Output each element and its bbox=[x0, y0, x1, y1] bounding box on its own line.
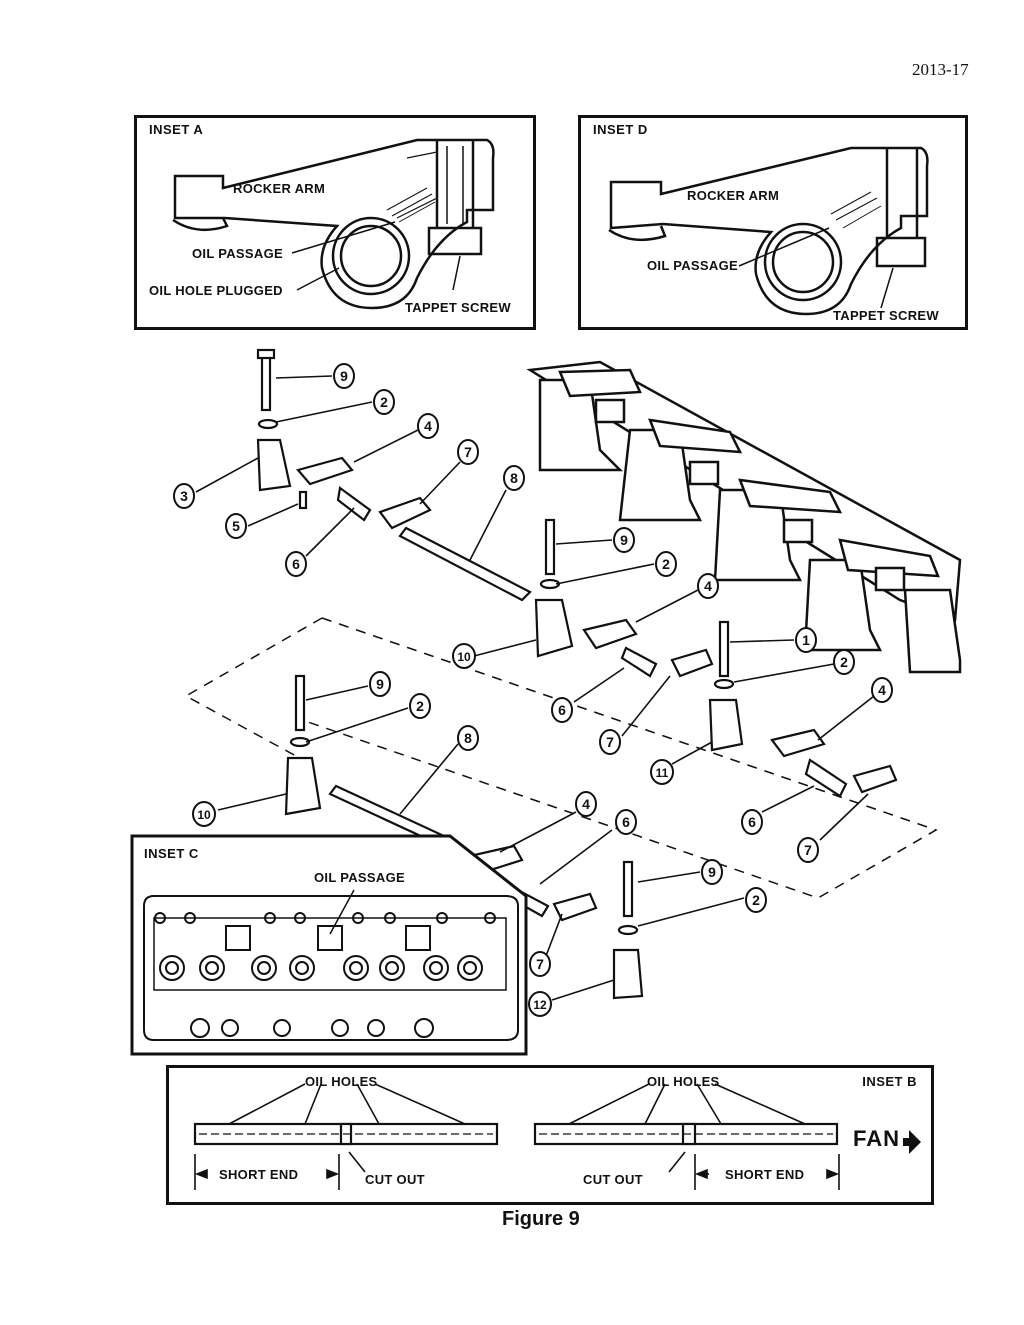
callout-9-d: 9 bbox=[701, 859, 723, 885]
callout-4-b: 4 bbox=[697, 573, 719, 599]
callout-9-c: 9 bbox=[369, 671, 391, 697]
svg-text:11: 11 bbox=[656, 766, 669, 780]
inset-a-rocker-arm-label: ROCKER ARM bbox=[233, 181, 326, 196]
svg-text:2: 2 bbox=[380, 394, 388, 410]
callout-7-c: 7 bbox=[797, 837, 819, 863]
inset-c-oil-passage-label: OIL PASSAGE bbox=[314, 870, 405, 885]
inset-d-rocker-drawing bbox=[608, 146, 929, 316]
inset-b-short-end-right-label: SHORT END bbox=[725, 1167, 805, 1182]
dashed-outline-left bbox=[184, 617, 323, 757]
inset-a-title: INSET A bbox=[149, 122, 204, 137]
callout-11: 11 bbox=[650, 759, 674, 785]
inset-b-oil-holes-left-label: OIL HOLES bbox=[305, 1074, 378, 1089]
svg-text:3: 3 bbox=[180, 488, 188, 504]
svg-text:7: 7 bbox=[804, 842, 812, 858]
callout-6-d: 6 bbox=[615, 809, 637, 835]
callout-2-d: 2 bbox=[409, 693, 431, 719]
inset-b-fan-label: FAN bbox=[853, 1126, 900, 1151]
svg-text:12: 12 bbox=[533, 998, 547, 1012]
svg-text:8: 8 bbox=[510, 470, 518, 486]
callout-8-b: 8 bbox=[457, 725, 479, 751]
cylinder-head-drawing bbox=[143, 895, 519, 1041]
svg-text:4: 4 bbox=[878, 682, 886, 698]
inset-c-box: INSET C OIL PASSAGE bbox=[130, 834, 528, 1056]
svg-text:8: 8 bbox=[464, 730, 472, 746]
callout-4-a: 4 bbox=[417, 413, 439, 439]
inset-a-oil-hole-plugged-label: OIL HOLE PLUGGED bbox=[149, 283, 283, 298]
callout-8-a: 8 bbox=[503, 465, 525, 491]
inset-b-box: INSET B OIL HOLES OIL HOLES SHORT END CU… bbox=[166, 1065, 934, 1205]
inset-a-box: INSET A ROCKER ARM OIL PASSAGE OIL HOLE … bbox=[134, 115, 536, 330]
svg-text:7: 7 bbox=[464, 444, 472, 460]
svg-text:5: 5 bbox=[232, 518, 240, 534]
svg-text:9: 9 bbox=[620, 532, 628, 548]
callout-9-b: 9 bbox=[613, 527, 635, 553]
svg-text:4: 4 bbox=[704, 578, 712, 594]
callout-4-d: 4 bbox=[575, 791, 597, 817]
svg-text:9: 9 bbox=[340, 368, 348, 384]
inset-d-title: INSET D bbox=[593, 122, 648, 137]
svg-text:4: 4 bbox=[424, 418, 432, 434]
inset-d-rocker-arm-label: ROCKER ARM bbox=[687, 188, 780, 203]
callout-5: 5 bbox=[225, 513, 247, 539]
inset-b-shaft-drawing bbox=[193, 1083, 921, 1190]
inset-a-rocker-drawing bbox=[172, 138, 495, 310]
callout-1: 1 bbox=[795, 627, 817, 653]
callout-6-a: 6 bbox=[285, 551, 307, 577]
exploded-group-2 bbox=[534, 518, 898, 798]
svg-text:2: 2 bbox=[752, 892, 760, 908]
svg-text:7: 7 bbox=[606, 734, 614, 750]
svg-text:6: 6 bbox=[748, 814, 756, 830]
svg-text:2: 2 bbox=[662, 556, 670, 572]
svg-text:6: 6 bbox=[292, 556, 300, 572]
inset-b-cut-out-left-label: CUT OUT bbox=[365, 1172, 425, 1187]
callout-12: 12 bbox=[528, 991, 552, 1017]
inset-b-cut-out-right-label: CUT OUT bbox=[583, 1172, 643, 1187]
callout-10-a: 10 bbox=[452, 643, 476, 669]
callout-2-e: 2 bbox=[745, 887, 767, 913]
svg-text:4: 4 bbox=[582, 796, 590, 812]
svg-text:2: 2 bbox=[840, 654, 848, 670]
callout-7-d: 7 bbox=[529, 951, 551, 977]
svg-text:10: 10 bbox=[197, 808, 211, 822]
inset-d-oil-passage-label: OIL PASSAGE bbox=[647, 258, 738, 273]
callout-10-b: 10 bbox=[192, 801, 216, 827]
callout-4-c: 4 bbox=[871, 677, 893, 703]
callout-2-c: 2 bbox=[833, 649, 855, 675]
assembled-rocker-shaft bbox=[526, 360, 962, 674]
callout-7-a: 7 bbox=[457, 439, 479, 465]
svg-text:9: 9 bbox=[708, 864, 716, 880]
inset-b-title: INSET B bbox=[862, 1074, 917, 1089]
page-number: 2013-17 bbox=[912, 60, 969, 79]
svg-text:2: 2 bbox=[416, 698, 424, 714]
svg-text:10: 10 bbox=[457, 650, 471, 664]
inset-b-short-end-left-label: SHORT END bbox=[219, 1167, 299, 1182]
inset-a-oil-passage-label: OIL PASSAGE bbox=[192, 246, 283, 261]
callout-2-b: 2 bbox=[655, 551, 677, 577]
callout-9-a: 9 bbox=[333, 363, 355, 389]
fan-arrow-icon bbox=[903, 1130, 921, 1154]
figure-caption: Figure 9 bbox=[502, 1208, 580, 1230]
callout-7-b: 7 bbox=[599, 729, 621, 755]
inset-d-box: INSET D ROCKER ARM OIL PASSAGE TAPPET SC… bbox=[578, 115, 968, 330]
svg-text:1: 1 bbox=[802, 632, 810, 648]
callout-6-c: 6 bbox=[741, 809, 763, 835]
callout-3: 3 bbox=[173, 483, 195, 509]
inset-a-tappet-screw-label: TAPPET SCREW bbox=[405, 300, 511, 315]
inset-d-tappet-screw-label: TAPPET SCREW bbox=[833, 308, 939, 323]
svg-text:9: 9 bbox=[376, 676, 384, 692]
inset-b-oil-holes-right-label: OIL HOLES bbox=[647, 1074, 720, 1089]
inset-c-title: INSET C bbox=[144, 846, 199, 861]
callout-2-a: 2 bbox=[373, 389, 395, 415]
callout-6-b: 6 bbox=[551, 697, 573, 723]
exploded-group-1 bbox=[256, 348, 532, 602]
svg-text:6: 6 bbox=[558, 702, 566, 718]
svg-text:6: 6 bbox=[622, 814, 630, 830]
svg-text:7: 7 bbox=[536, 956, 544, 972]
